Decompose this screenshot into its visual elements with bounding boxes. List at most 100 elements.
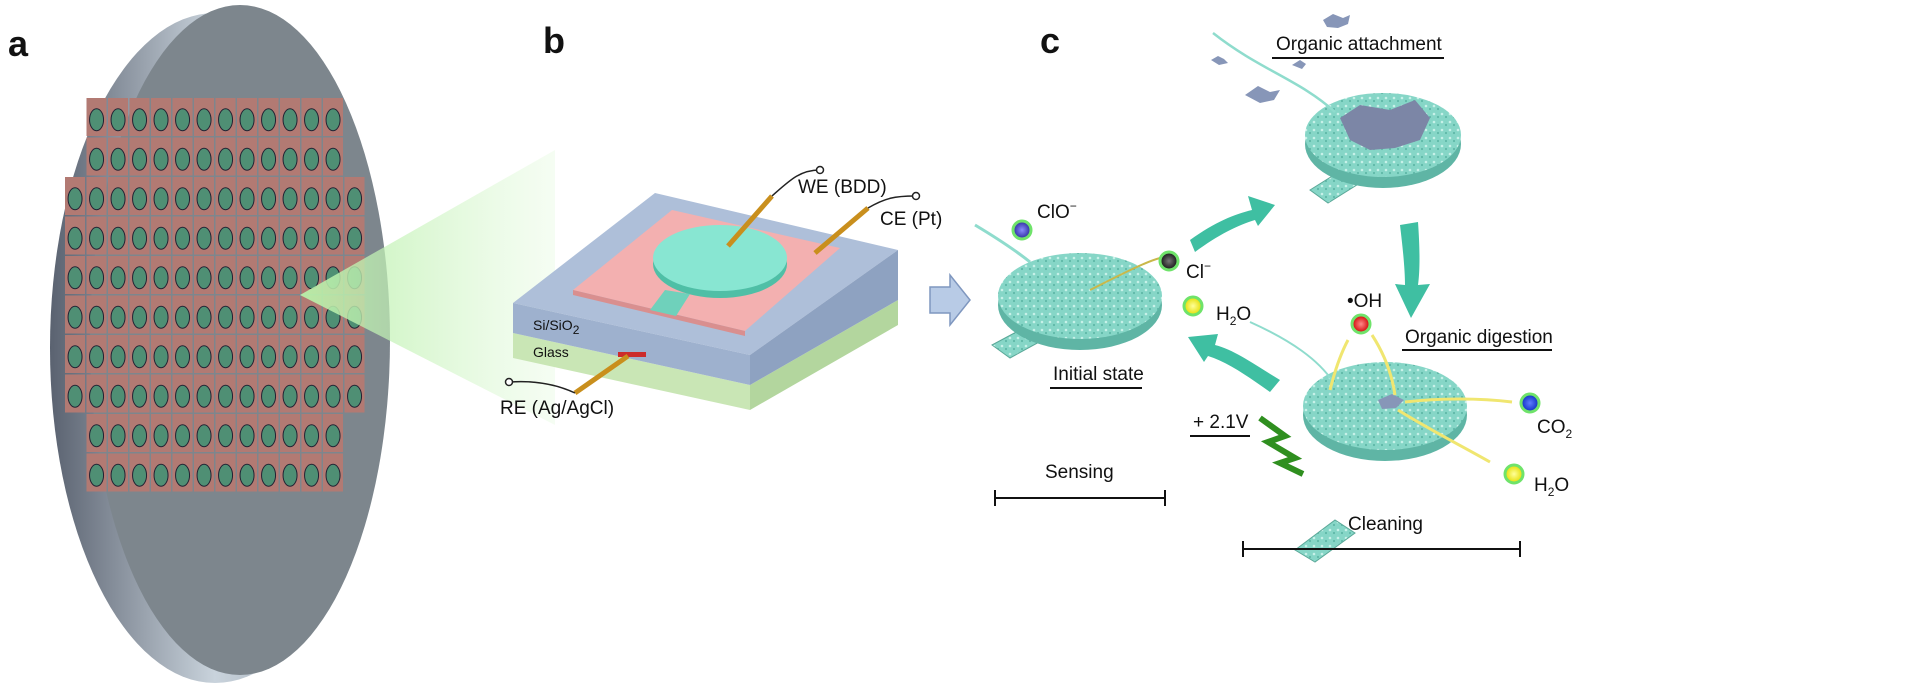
die-electrode bbox=[261, 187, 277, 211]
glass-layer-front bbox=[513, 333, 750, 410]
re-strip bbox=[618, 352, 646, 357]
die-electrode bbox=[218, 424, 234, 448]
zoom-beam bbox=[300, 150, 555, 425]
die-electrode bbox=[175, 305, 191, 329]
ce-probe bbox=[813, 206, 870, 255]
cl-label: Cl− bbox=[1186, 259, 1211, 283]
die-electrode bbox=[282, 147, 298, 171]
die-electrode bbox=[304, 266, 320, 290]
organic-molecule-1 bbox=[1323, 14, 1350, 28]
die-electrode bbox=[132, 108, 148, 132]
die-electrode bbox=[175, 147, 191, 171]
die-electrode bbox=[175, 384, 191, 408]
die-electrode bbox=[196, 187, 212, 211]
die-electrode bbox=[261, 463, 277, 487]
sensing-bracket bbox=[994, 490, 1166, 506]
bdd-connector bbox=[650, 290, 690, 316]
die-electrode bbox=[153, 345, 169, 369]
die-electrode bbox=[239, 226, 255, 250]
die-electrode bbox=[67, 345, 83, 369]
oh-radical bbox=[1350, 313, 1372, 335]
organic-molecule-4 bbox=[1245, 86, 1280, 103]
re-terminal bbox=[504, 377, 514, 387]
die-electrode bbox=[89, 187, 105, 211]
die-electrode bbox=[67, 226, 83, 250]
die-electrode bbox=[325, 384, 341, 408]
die-electrode bbox=[196, 108, 212, 132]
die-electrode bbox=[304, 463, 320, 487]
die-electrode bbox=[196, 147, 212, 171]
die-electrode bbox=[304, 424, 320, 448]
die-electrode bbox=[175, 463, 191, 487]
sensor-chip bbox=[504, 165, 921, 410]
electrode-initial bbox=[991, 253, 1162, 359]
die-electrode bbox=[110, 108, 126, 132]
cl-trail bbox=[1089, 257, 1161, 291]
die-electrode bbox=[325, 108, 341, 132]
die-electrode bbox=[261, 384, 277, 408]
clo-trail bbox=[974, 223, 1031, 264]
die-electrode bbox=[110, 384, 126, 408]
die-electrode bbox=[89, 108, 105, 132]
ce-wire bbox=[867, 195, 916, 209]
die-electrode bbox=[347, 345, 363, 369]
wafer bbox=[50, 5, 390, 683]
organic-molecule-3 bbox=[1292, 60, 1306, 69]
die-electrode bbox=[282, 266, 298, 290]
die-electrode bbox=[89, 384, 105, 408]
co2-molecule bbox=[1519, 392, 1541, 414]
die-electrode bbox=[110, 463, 126, 487]
process-arrow-back bbox=[1188, 334, 1280, 392]
die-electrode bbox=[325, 463, 341, 487]
electrode-digestion-tab bbox=[1294, 519, 1356, 563]
organic-digestion-label: Organic digestion bbox=[1405, 327, 1553, 348]
die-electrode bbox=[153, 226, 169, 250]
voltage-label: + 2.1V bbox=[1193, 412, 1249, 433]
die-electrode bbox=[67, 266, 83, 290]
die-electrode bbox=[239, 187, 255, 211]
die-electrode bbox=[153, 266, 169, 290]
h2o-molecule-a bbox=[1182, 295, 1204, 317]
die-electrode bbox=[175, 187, 191, 211]
die-electrode bbox=[239, 463, 255, 487]
die-electrode bbox=[196, 384, 212, 408]
die-electrode bbox=[347, 187, 363, 211]
die-electrode bbox=[325, 187, 341, 211]
die-electrode bbox=[218, 226, 234, 250]
die-electrode bbox=[89, 147, 105, 171]
ce-terminal bbox=[911, 191, 921, 201]
die-electrode bbox=[304, 305, 320, 329]
die-electrode bbox=[175, 266, 191, 290]
die-electrode bbox=[132, 384, 148, 408]
die-electrode bbox=[196, 305, 212, 329]
die-electrode bbox=[132, 305, 148, 329]
die-electrode bbox=[239, 384, 255, 408]
die-electrode bbox=[261, 305, 277, 329]
die-electrode bbox=[304, 147, 320, 171]
organic-film bbox=[1340, 100, 1430, 150]
die-electrode bbox=[110, 266, 126, 290]
panel-b-letter: b bbox=[543, 20, 565, 61]
process-arrow-up bbox=[1190, 196, 1275, 252]
die-electrode bbox=[282, 384, 298, 408]
die-electrode bbox=[67, 384, 83, 408]
die-electrode bbox=[89, 424, 105, 448]
die-electrode bbox=[347, 226, 363, 250]
die-electrode bbox=[175, 226, 191, 250]
oh-label: •OH bbox=[1347, 291, 1382, 312]
die-electrode bbox=[282, 187, 298, 211]
process-arrow-down bbox=[1395, 222, 1430, 318]
die-electrode bbox=[153, 384, 169, 408]
die-electrode bbox=[218, 147, 234, 171]
die-electrode bbox=[110, 147, 126, 171]
cl-ion bbox=[1158, 250, 1180, 272]
panel-transition-arrow bbox=[929, 272, 971, 328]
die-electrode bbox=[218, 266, 234, 290]
die-electrode bbox=[325, 147, 341, 171]
die-electrode bbox=[153, 424, 169, 448]
cleaning-bracket bbox=[1242, 541, 1521, 557]
die-electrode bbox=[175, 424, 191, 448]
die-grid bbox=[65, 98, 365, 492]
sensing-label: Sensing bbox=[1045, 462, 1114, 483]
